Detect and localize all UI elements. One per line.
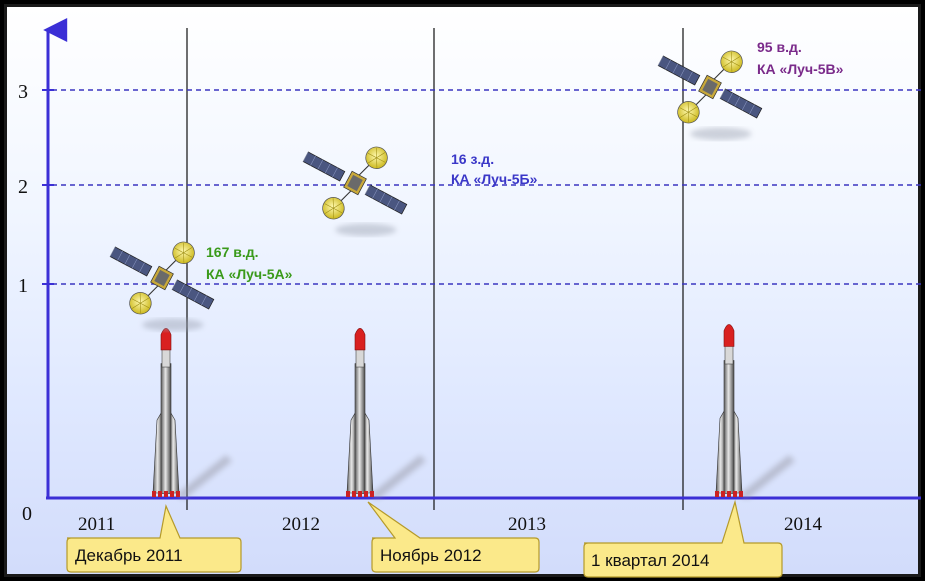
level-lines (52, 89, 921, 285)
satellites-layer (109, 50, 763, 332)
launch-callout-nov-2012: Ноябрь 2012 (367, 501, 540, 573)
solar-panel-left (657, 55, 701, 86)
launch-date-label: Ноябрь 2012 (380, 546, 482, 565)
rocket-nozzle (176, 491, 180, 497)
rocket-nose-fairing (160, 327, 172, 351)
satellite-body-detail (347, 174, 363, 192)
y-tick-label-2: 2 (18, 176, 28, 198)
y-axis-ticks (42, 89, 54, 285)
rocket-3 (715, 324, 795, 499)
year-label-2013: 2013 (508, 514, 546, 535)
rocket-1 (152, 327, 232, 499)
rocket-nozzle (727, 491, 731, 497)
rocket-core-stage (723, 360, 735, 494)
rocket-nozzle (358, 491, 362, 497)
launch-date-label: 1 квартал 2014 (591, 551, 710, 570)
rocket-nozzle (158, 491, 162, 497)
year-label-2012: 2012 (282, 514, 320, 535)
satellite-shadow (690, 127, 752, 141)
rocket-nose-fairing (723, 324, 735, 347)
rocket-2 (346, 327, 426, 499)
rocket-nozzle (164, 491, 168, 497)
orbit-label-16: 16 з.д. (451, 151, 494, 167)
satellite-label-luch-5b: 16 з.д. КА «Луч-5Б» (451, 151, 538, 187)
rocket-nozzle (170, 491, 174, 497)
rocket-nozzle (364, 491, 368, 497)
satellite-body-detail (154, 269, 170, 287)
y-tick-label-3: 3 (18, 81, 28, 103)
launch-date-label: Декабрь 2011 (75, 546, 183, 565)
rockets-layer (152, 324, 795, 499)
solar-panel-right (719, 88, 763, 119)
rocket-nozzle (346, 491, 350, 497)
rocket-nozzle (152, 491, 156, 497)
rocket-nozzle (739, 491, 743, 497)
year-label-2011: 2011 (78, 514, 115, 535)
y-tick-label-1: 1 (18, 275, 28, 297)
satellite-label-luch-5v: 95 в.д. КА «Луч-5В» (757, 39, 844, 77)
launch-callout-dec-2011: Декабрь 2011 (66, 503, 242, 573)
rocket-core-stage (160, 363, 172, 494)
solar-panel-left (302, 151, 346, 182)
satellite-name-luch-5v: КА «Луч-5В» (757, 61, 844, 77)
satellite-icon-2 (302, 146, 408, 237)
satellite-name-luch-5b: КА «Луч-5Б» (451, 171, 538, 187)
orbit-label-95: 95 в.д. (757, 39, 802, 55)
satellite-shadow (335, 223, 397, 237)
rocket-nozzle (721, 491, 725, 497)
year-label-2014: 2014 (784, 514, 823, 535)
satellite-label-luch-5a: 167 в.д. КА «Луч-5А» (206, 244, 293, 282)
satellite-icon-1 (109, 241, 215, 332)
launch-callout-q1-2014: 1 квартал 2014 (583, 499, 783, 578)
rocket-nozzle (370, 491, 374, 497)
rocket-shadow (739, 455, 795, 499)
callout-box (66, 503, 242, 573)
callout-box (367, 501, 540, 573)
rocket-core-stage (354, 363, 366, 494)
callout-box (583, 499, 783, 578)
solar-panel-right (364, 184, 408, 215)
satellite-body-detail (702, 78, 718, 96)
satellite-name-luch-5a: КА «Луч-5А» (206, 266, 293, 282)
rocket-nozzle (733, 491, 737, 497)
y-tick-label-0: 0 (22, 503, 32, 525)
satellite-icon-3 (657, 50, 763, 141)
rocket-shadow (370, 455, 426, 499)
solar-panel-left (109, 246, 153, 277)
rocket-shadow (176, 455, 232, 499)
satellite-shadow (142, 318, 204, 332)
rocket-nozzle (715, 491, 719, 497)
rocket-nose-fairing (354, 327, 366, 351)
orbit-label-167: 167 в.д. (206, 244, 259, 260)
rocket-nozzle (352, 491, 356, 497)
